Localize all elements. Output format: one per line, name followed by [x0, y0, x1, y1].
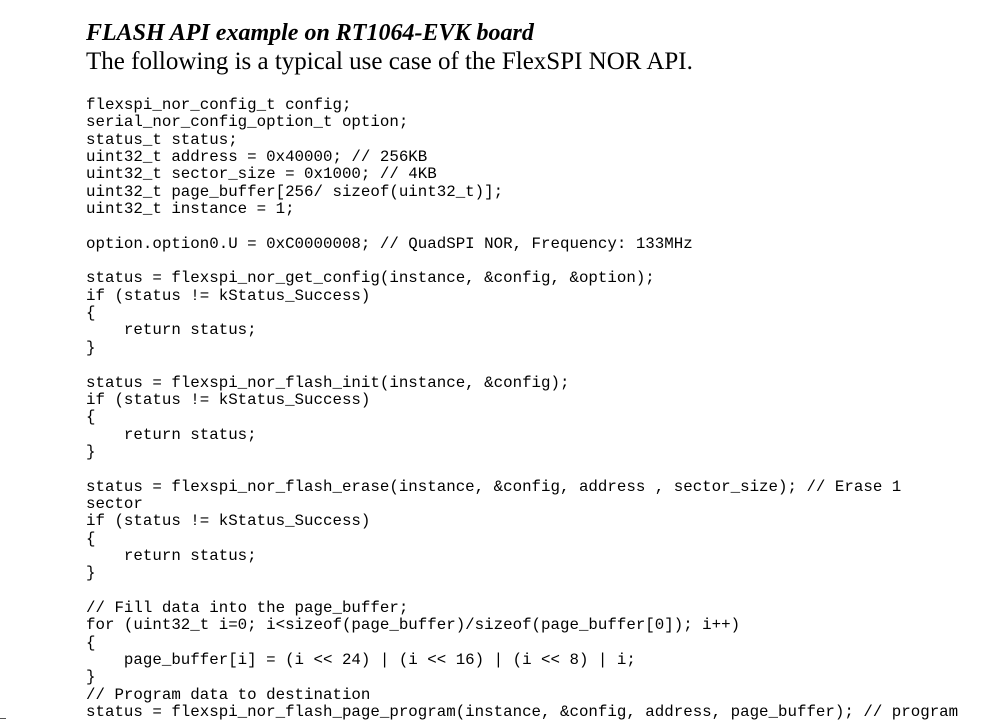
code-line: status = flexspi_nor_get_config(instance… [86, 269, 655, 288]
code-line [86, 461, 958, 478]
code-line: status = flexspi_nor_flash_init(instance… [86, 373, 570, 392]
page-edge-mark [0, 718, 6, 719]
code-line: status = flexspi_nor_flash_erase(instanc… [86, 477, 902, 496]
code-line: uint32_t sector_size = 0x1000; // 4KB [86, 165, 437, 184]
code-line: } [86, 338, 96, 357]
code-line: if (status != kStatus_Success) [86, 390, 371, 409]
code-line: return status; [86, 546, 257, 565]
code-line: { [86, 408, 96, 427]
code-line [86, 357, 958, 374]
code-line: return status; [86, 425, 257, 444]
code-line: flexspi_nor_config_t config; [86, 96, 352, 114]
code-line: status_t status; [86, 130, 238, 149]
code-line: // Program data to destination [86, 685, 371, 704]
code-line: // Fill data into the page_buffer; [86, 598, 409, 617]
code-line: for (uint32_t i=0; i<sizeof(page_buffer)… [86, 616, 741, 635]
code-line: status = flexspi_nor_flash_page_program(… [86, 703, 959, 722]
code-line: if (status != kStatus_Success) [86, 286, 371, 305]
code-line: page_buffer[i] = (i << 24) | (i << 16) |… [86, 651, 636, 669]
code-line: uint32_t instance = 1; [86, 200, 295, 219]
code-line: { [86, 304, 96, 323]
section-heading: FLASH API example on RT1064-EVK board [86, 20, 534, 46]
code-line [86, 218, 958, 235]
code-block: flexspi_nor_config_t config;serial_nor_c… [86, 96, 959, 722]
intro-paragraph: The following is a typical use case of t… [86, 48, 693, 75]
code-line: } [86, 668, 96, 687]
code-line [86, 253, 958, 270]
code-line: uint32_t page_buffer[256/ sizeof(uint32_… [86, 182, 504, 201]
code-line: } [86, 564, 96, 583]
code-line: if (status != kStatus_Success) [86, 512, 371, 531]
code-line: } [86, 442, 96, 461]
code-line [86, 583, 958, 600]
code-line: option.option0.U = 0xC0000008; // QuadSP… [86, 234, 693, 253]
code-line: sector [86, 494, 143, 513]
code-line: serial_nor_config_option_t option; [86, 113, 409, 132]
code-line: return status; [86, 321, 257, 340]
code-line: uint32_t address = 0x40000; // 256KB [86, 148, 428, 167]
code-line: { [86, 529, 96, 548]
code-line: { [86, 633, 96, 652]
